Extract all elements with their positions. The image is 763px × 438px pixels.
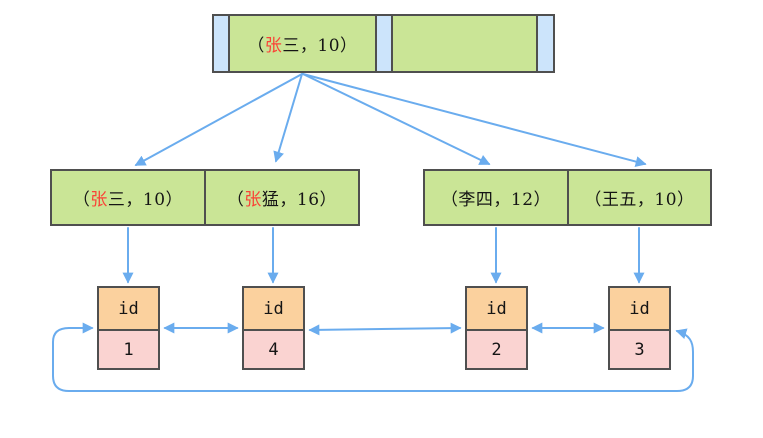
leaf-key-cell: （张三，10）: [50, 169, 206, 226]
record-link-4-2-arrow: [308, 322, 462, 336]
key-text-red: 张: [90, 190, 108, 210]
record-value: 4: [242, 329, 305, 370]
record-value: 1: [97, 329, 160, 370]
key-text-pre: （: [247, 36, 265, 56]
leaf-key-cell: （王五，10）: [567, 169, 712, 226]
key-text-post: 三，10）: [282, 36, 358, 56]
record-box-2: id 2: [465, 286, 528, 370]
key-text-red: 张: [264, 36, 283, 56]
root-key-cell-1: （张三，10）: [228, 14, 377, 73]
root-to-leaf2-arrow: [273, 73, 303, 163]
record-header: id: [97, 286, 160, 331]
record-box-1: id 1: [97, 286, 160, 370]
record-value: 2: [465, 329, 528, 370]
record-header: id: [242, 286, 305, 331]
leaf-key-cell: （李四，12）: [423, 169, 569, 226]
record-header: id: [465, 286, 528, 331]
key-text-post: 三，10）: [107, 190, 184, 210]
leaf-node-left: （张三，10） （张猛，16）: [50, 169, 360, 226]
key-text-red: 张: [244, 190, 262, 210]
key-text-pre: （: [72, 190, 91, 210]
root-to-leaf1-arrow: [134, 73, 303, 166]
key-text-post: （王五，10）: [584, 190, 695, 210]
root-node: （张三，10）: [212, 14, 555, 73]
record-header: id: [608, 286, 671, 331]
key-text-post: （李四，12）: [440, 190, 552, 210]
root-to-leaf4-arrow: [302, 73, 647, 167]
root-key-cell-2: [391, 14, 538, 73]
record-box-4: id 4: [242, 286, 305, 370]
root-pointer-cell-3: [536, 14, 555, 73]
record-box-3: id 3: [608, 286, 671, 370]
key-text-post: 猛，16）: [261, 190, 338, 210]
leaf-node-right: （李四，12） （王五，10）: [423, 169, 712, 226]
root-to-leaf3-arrow: [302, 73, 491, 165]
leaf-key-cell: （张猛，16）: [204, 169, 360, 226]
key-text-pre: （: [226, 190, 245, 210]
record-value: 3: [608, 329, 671, 370]
